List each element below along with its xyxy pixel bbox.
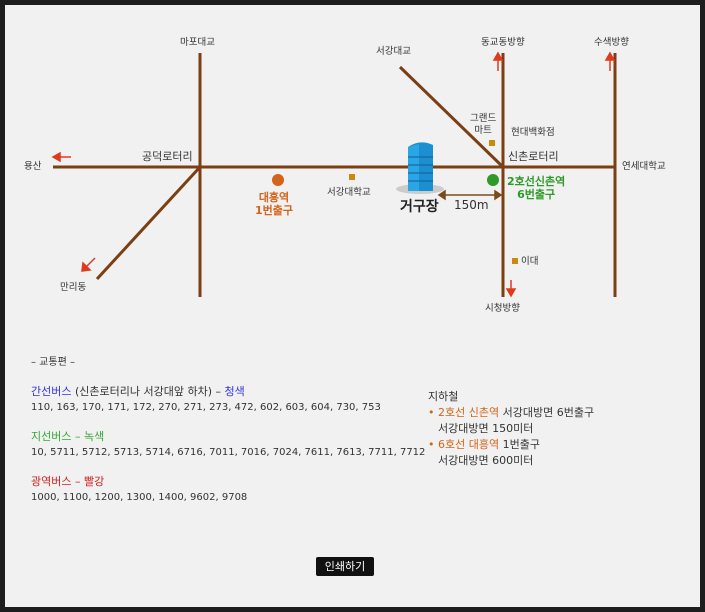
subway-item-1: • 2호선 신촌역 서강대방면 6번출구	[428, 406, 595, 419]
subway-item-1-detail: 서강대방면 150미터	[438, 422, 534, 435]
idae-marker-icon	[512, 258, 518, 264]
grand-mart-marker-icon	[489, 140, 495, 146]
subway-title: 지하철	[428, 390, 459, 403]
distance-arrow-icon	[437, 189, 503, 201]
trunk-bus-routes: 110, 163, 170, 171, 172, 270, 271, 273, …	[31, 402, 381, 413]
arrow-down-left-mallidong-icon	[81, 257, 96, 272]
road-seogang-bridge	[398, 65, 505, 169]
label-donggyo-direction: 동교동방향	[481, 37, 525, 48]
sinchon-station-marker-icon	[487, 174, 499, 186]
geoguzang-building-icon	[396, 142, 444, 194]
label-mallidong: 만리동	[60, 282, 87, 293]
location-map	[51, 51, 617, 298]
subway-info: 지하철 • 2호선 신촌역 서강대방면 6번출구 서강대방면 150미터 • 6…	[428, 389, 594, 469]
wide-bus-title: 광역버스 – 빨강	[31, 475, 105, 488]
label-sinchon-station: 2호선신촌역 6번출구	[507, 175, 566, 201]
transport-heading: – 교통편 –	[31, 357, 75, 368]
roads	[53, 53, 617, 297]
label-hyundai-dept-store: 현대백화점	[511, 127, 555, 138]
label-susaek-direction: 수색방향	[594, 37, 629, 48]
arrow-down-cityhall-icon	[505, 280, 517, 298]
label-gongdeok-rotary: 공덕로터리	[142, 150, 193, 163]
branch-bus-title: 지선버스 – 녹색	[31, 430, 105, 443]
print-button[interactable]: 인쇄하기	[316, 557, 374, 576]
label-mapo-bridge: 마포대교	[180, 37, 215, 48]
map-frame: 마포대교 서강대교 동교동방향 수색방향 그랜드 마트 현대백화점 용산 공덕로…	[5, 5, 700, 607]
branch-bus-routes: 10, 5711, 5712, 5713, 5714, 6716, 7011, …	[31, 447, 426, 458]
subway-item-2-detail: 서강대방면 600미터	[438, 454, 534, 467]
road-mallidong	[95, 165, 202, 281]
label-grand-mart: 그랜드 마트	[470, 113, 497, 136]
wide-bus-routes: 1000, 1100, 1200, 1300, 1400, 9602, 9708	[31, 492, 248, 503]
label-idae: 이대	[521, 256, 539, 267]
subway-item-2: • 6호선 대흥역 1번출구	[428, 438, 540, 451]
label-cityhall-direction: 시청방향	[485, 303, 520, 314]
label-daeheung-station: 대흥역 1번출구	[255, 191, 294, 217]
label-yonsei-univ: 연세대학교	[622, 161, 666, 172]
direction-arrows	[51, 51, 616, 298]
arrow-left-yongsan-icon	[51, 151, 71, 163]
label-yongsan: 용산	[24, 161, 42, 172]
label-distance: 150m	[454, 198, 489, 212]
trunk-bus-title: 간선버스 (신촌로터리나 서강대앞 하차) – 청색	[31, 385, 245, 398]
arrow-up-donggyo-icon	[492, 51, 504, 71]
sogang-univ-marker-icon	[349, 174, 355, 180]
label-seogang-bridge: 서강대교	[376, 46, 411, 57]
label-geoguzang: 거구장	[400, 199, 439, 215]
transport-info: – 교통편 – 간선버스 (신촌로터리나 서강대앞 하차) – 청색 110, …	[31, 355, 425, 505]
label-sogang-univ: 서강대학교	[327, 187, 371, 198]
label-sinchon-rotary: 신촌로터리	[508, 150, 559, 163]
arrow-up-susaek-icon	[604, 51, 616, 71]
daeheung-station-marker-icon	[272, 174, 284, 186]
